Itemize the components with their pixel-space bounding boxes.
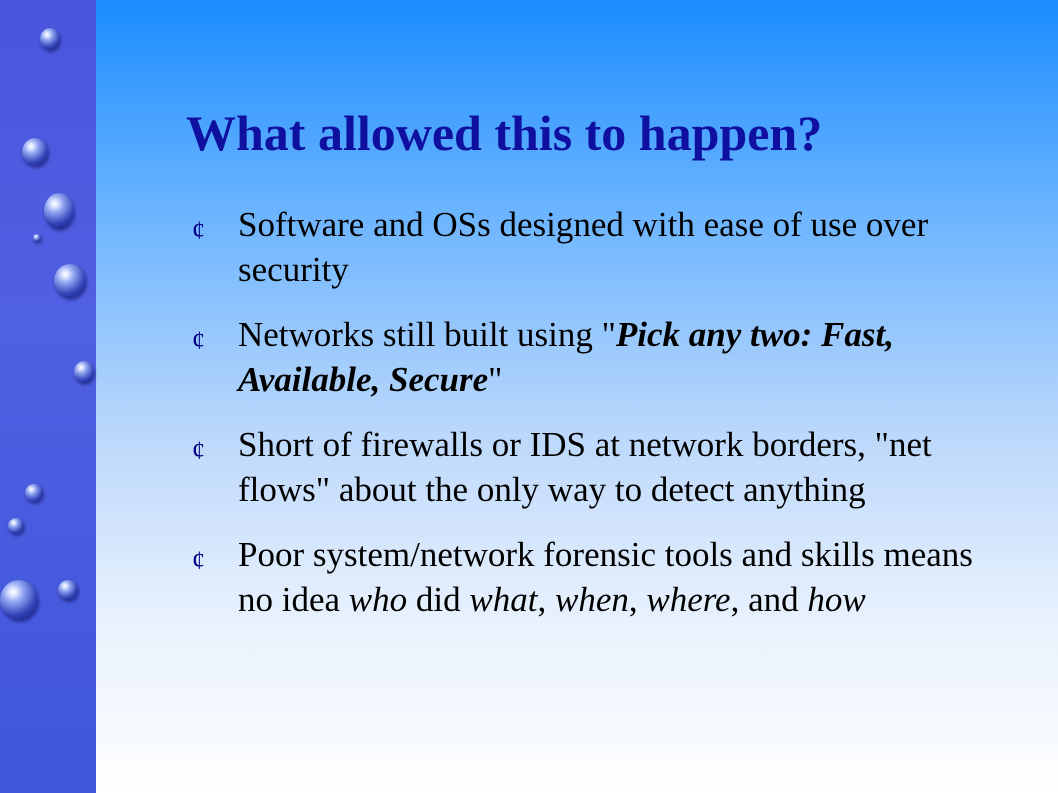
- bullet-text: Software and OSs designed with ease of u…: [238, 205, 929, 289]
- bubble-icon: [22, 138, 48, 166]
- bullet-symbol-icon: ¢: [192, 546, 205, 575]
- bullet-text: how: [807, 580, 866, 619]
- bullet-text: , and: [730, 580, 808, 619]
- bullet-symbol-icon: ¢: [192, 326, 205, 355]
- bubble-icon: [58, 580, 78, 600]
- bullet-item: ¢ Software and OSs designed with ease of …: [192, 202, 1012, 292]
- slide-title: What allowed this to happen?: [186, 105, 823, 161]
- bubble-icon: [25, 484, 43, 502]
- bullet-text: where: [646, 580, 731, 619]
- bullet-text: ,: [537, 580, 555, 619]
- bullet-text: what: [469, 580, 538, 619]
- decorative-sidebar: [0, 0, 96, 793]
- bullet-text: Short of firewalls or IDS at network bor…: [238, 425, 932, 509]
- bullet-text: ,: [628, 580, 647, 619]
- bubble-icon: [8, 518, 24, 534]
- bullet-symbol-icon: ¢: [192, 216, 205, 245]
- bullet-symbol-icon: ¢: [192, 436, 205, 465]
- bullet-text: Poor system/network forensic tools and s…: [238, 535, 973, 619]
- bullet-text: did: [407, 580, 470, 619]
- bullet-text: Networks still built using ": [238, 315, 616, 354]
- bullet-item: ¢ Poor system/network forensic tools and …: [192, 532, 1012, 622]
- bubble-icon: [44, 193, 74, 229]
- bubble-icon: [40, 28, 60, 50]
- bullet-text: when: [554, 580, 629, 619]
- bullet-item: ¢ Networks still built using "Pick any tw…: [192, 312, 1012, 402]
- bubble-icon: [74, 361, 94, 383]
- bullet-item: ¢ Short of firewalls or IDS at network bo…: [192, 422, 1012, 512]
- bullet-text: ": [488, 360, 503, 399]
- bubble-icon: [54, 264, 86, 298]
- bubble-icon: [0, 580, 38, 620]
- bullet-list: ¢ Software and OSs designed with ease of …: [192, 202, 1012, 642]
- bubble-icon: [33, 234, 41, 242]
- bullet-text: who: [348, 580, 408, 619]
- bullet-text: Pick any two: Fast, Available, Secure: [238, 315, 894, 399]
